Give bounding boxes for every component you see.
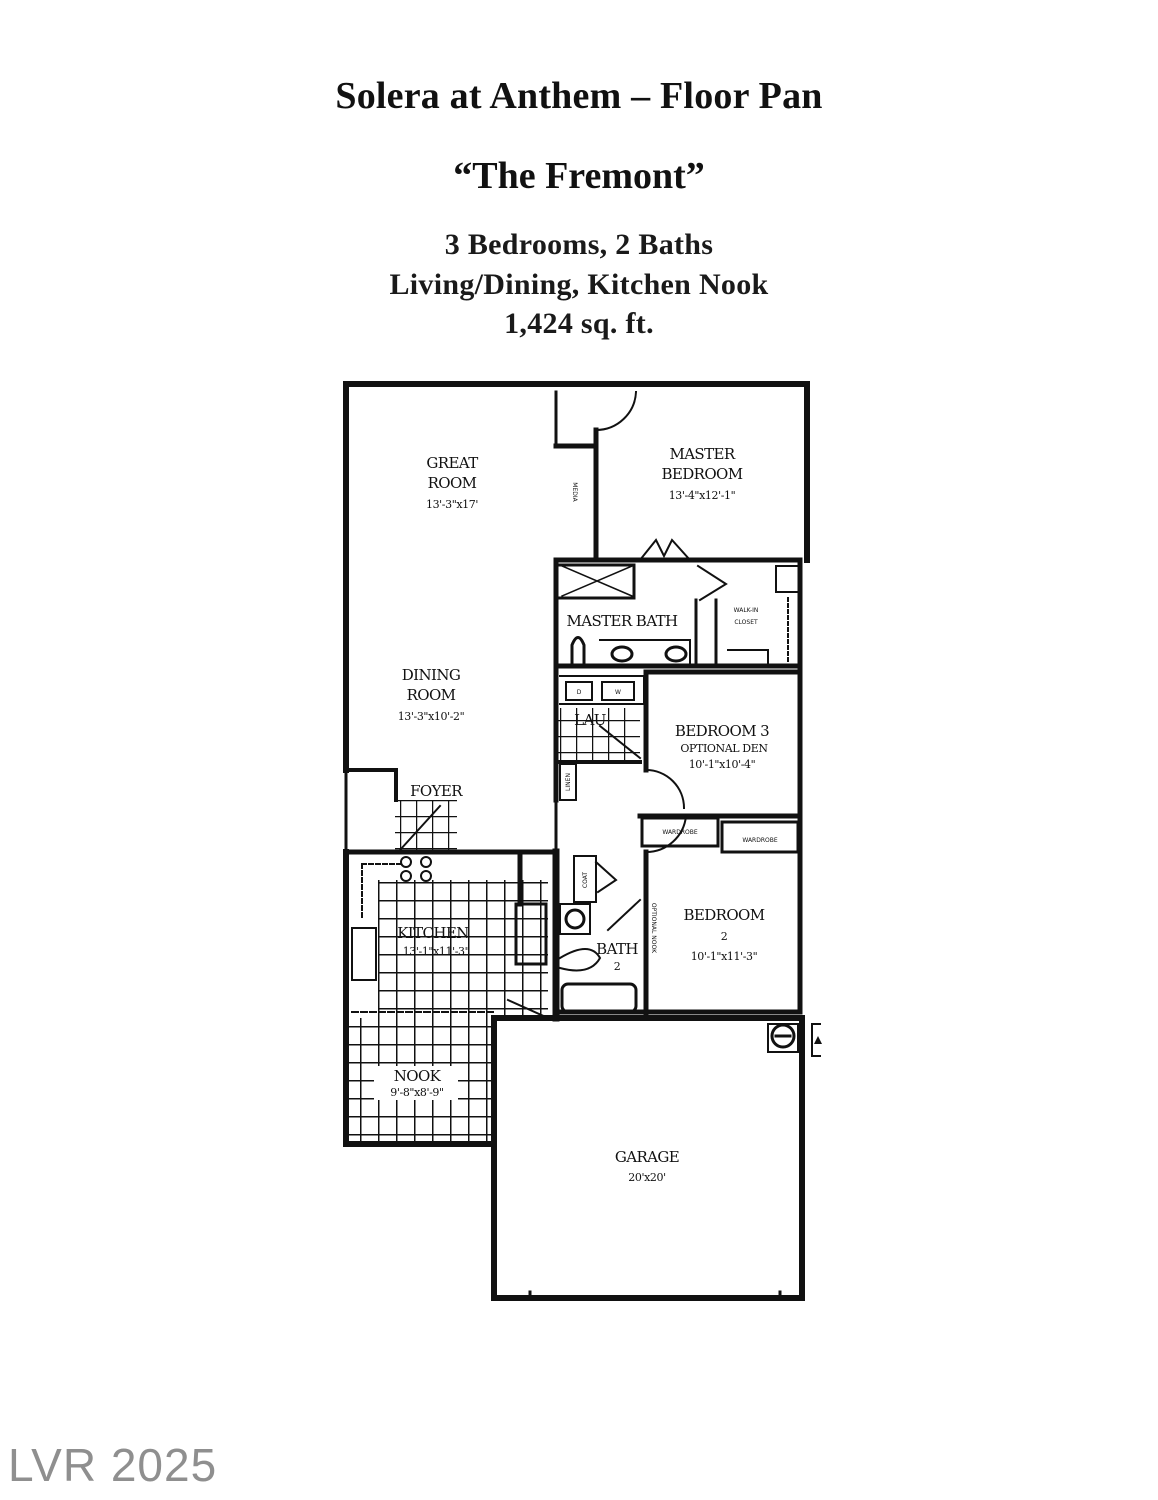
dryer-icon (565, 681, 593, 701)
label-dining-room: DINING ROOM 13'-3"x10'-2" (398, 666, 465, 723)
cooktop-burner (400, 870, 412, 882)
label-optional-nook: OPTIONAL NOOK (650, 903, 657, 954)
exterior-wall-top (343, 381, 810, 563)
cooktop-burner (400, 856, 412, 868)
cooktop-burner (420, 856, 432, 868)
label-coat: COAT (582, 872, 589, 888)
closet-door-swing (696, 564, 728, 602)
label-nook: NOOK 9'-8"x8'-9" (374, 1066, 458, 1100)
label-kitchen: KITCHEN 13'-1"x11'-3" (397, 924, 470, 958)
watermark: LVR 2025 (8, 1439, 218, 1491)
closet-shelf-box (775, 565, 801, 593)
bedroom2-wardrobe (720, 820, 800, 854)
bath2-sink (564, 908, 586, 930)
svg-text:BEDROOM: BEDROOM (661, 465, 742, 483)
vanity-counter (599, 639, 691, 667)
svg-text:W: W (615, 689, 621, 696)
svg-text:CLOSET: CLOSET (734, 619, 758, 626)
svg-text:13'-1"x11'-3": 13'-1"x11'-3" (403, 945, 470, 958)
laundry-door-swing (598, 724, 642, 760)
label-garage: GARAGE 20'x20' (615, 1148, 680, 1184)
coat-door-swing (594, 860, 618, 894)
meter-arrow-icon (814, 1036, 822, 1044)
summary-square-footage: 1,424 sq. ft. (504, 307, 654, 340)
bedroom3-door-swing (644, 768, 686, 810)
garage-walls (491, 1015, 805, 1301)
master-entry-door-swing (594, 390, 638, 432)
svg-text:BEDROOM 3: BEDROOM 3 (675, 722, 769, 740)
svg-text:NOOK: NOOK (394, 1067, 442, 1085)
svg-text:9'-8"x8'-9": 9'-8"x8'-9" (390, 1086, 443, 1099)
bedroom2-door-swing (644, 814, 688, 854)
svg-text:2: 2 (721, 930, 728, 943)
laundry-floor-tile (558, 708, 640, 760)
shower-cross (561, 565, 633, 597)
label-foyer: FOYER (410, 782, 463, 800)
svg-text:DINING: DINING (402, 666, 461, 684)
summary-bedrooms-baths: 3 Bedrooms, 2 Baths (444, 228, 714, 261)
svg-text:13'-3"x10'-2": 13'-3"x10'-2" (398, 710, 465, 723)
label-media: MEDIA (571, 482, 578, 502)
washer-dryer-box (559, 675, 645, 705)
svg-text:ROOM: ROOM (407, 686, 456, 704)
bathtub (560, 982, 638, 1014)
front-door-swing (398, 804, 442, 852)
svg-text:ROOM: ROOM (428, 474, 477, 492)
closet-bench (727, 649, 769, 667)
water-heater-icon (770, 1023, 796, 1049)
cooktop-burner (420, 870, 432, 882)
shower (558, 563, 636, 600)
svg-text:13'-3"x17': 13'-3"x17' (426, 498, 478, 511)
svg-text:10'-1"x11'-3": 10'-1"x11'-3" (691, 950, 758, 963)
sink-left (610, 645, 634, 663)
model-name: “The Fremont” (453, 155, 705, 197)
svg-text:2: 2 (614, 960, 621, 973)
svg-text:10'-1"x10'-4": 10'-1"x10'-4" (689, 758, 756, 771)
svg-text:MASTER: MASTER (669, 445, 735, 463)
garage-door-jamb (528, 1290, 782, 1300)
label-linen: LINEN (565, 773, 572, 791)
washer-icon (601, 681, 635, 701)
label-bedroom-3: BEDROOM 3 OPTIONAL DEN 10'-1"x10'-4" (675, 722, 770, 771)
foyer-west-wall (344, 768, 398, 802)
label-walk-in-closet: WALK-IN CLOSET (734, 607, 759, 626)
svg-text:OPTIONAL DEN: OPTIONAL DEN (680, 742, 768, 755)
label-master-bedroom: MASTER BEDROOM 13'-4"x12'-1" (661, 445, 743, 502)
closet-divider (694, 598, 718, 668)
linen-closet (559, 763, 577, 801)
refrigerator (514, 902, 548, 966)
garage-door-swing (506, 998, 550, 1020)
svg-text:BEDROOM: BEDROOM (683, 906, 764, 924)
svg-text:GREAT: GREAT (426, 454, 478, 472)
kitchen-counter-left (351, 927, 377, 981)
label-great-room: GREAT ROOM 13'-3"x17' (426, 454, 479, 511)
coat-closet (573, 855, 597, 903)
exterior-wall-left-lower (343, 849, 497, 1147)
label-bedroom-2: BEDROOM 2 10'-1"x11'-3" (683, 906, 765, 963)
svg-text:GARAGE: GARAGE (615, 1148, 679, 1166)
svg-text:20'x20': 20'x20' (628, 1171, 665, 1184)
label-master-bath: MASTER BATH (566, 612, 678, 630)
svg-text:KITCHEN: KITCHEN (397, 924, 469, 942)
kitchen-upper-cabinets (361, 863, 401, 921)
label-laundry: LAU D W (574, 689, 621, 729)
label-wardrobe-bedroom2: WARDROBE (742, 837, 778, 844)
washing-machine-bath2 (559, 903, 591, 935)
bath2-door (606, 898, 642, 932)
toilet-bath2 (558, 948, 602, 972)
svg-text:BATH: BATH (596, 940, 638, 958)
exterior-meter (811, 1023, 821, 1057)
svg-text:LAU: LAU (574, 711, 606, 729)
label-wardrobe-bedroom3: WARDROBE (662, 829, 698, 836)
toilet-master (570, 636, 586, 666)
svg-text:D: D (577, 689, 582, 696)
svg-text:WALK-IN: WALK-IN (734, 607, 759, 614)
label-bath-2: BATH 2 (596, 940, 639, 973)
summary-living-areas: Living/Dining, Kitchen Nook (389, 268, 769, 301)
page-title: Solera at Anthem – Floor Pan (335, 75, 823, 117)
svg-text:13'-4"x12'-1": 13'-4"x12'-1" (669, 489, 736, 502)
sink-right (664, 645, 688, 663)
bedroom3-wardrobe (640, 816, 720, 848)
master-bath-double-door (638, 538, 692, 562)
